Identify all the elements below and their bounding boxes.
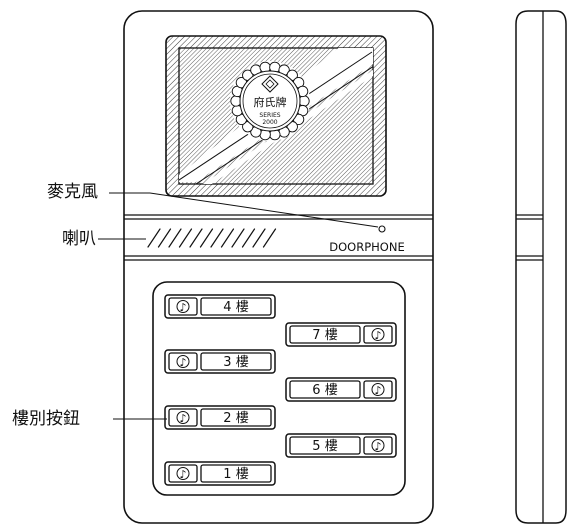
side-view (515, 10, 567, 524)
grille-slot (189, 228, 203, 248)
brand-text: DOORPHONE (329, 240, 404, 254)
grille-slot (262, 228, 277, 248)
button-4f-label: 4 樓 (223, 300, 248, 315)
seal-year: 2000 (262, 119, 277, 126)
callout-microphone: 麥克風 (47, 182, 379, 228)
camera-window: 府氏牌 SERIES 2000 (165, 35, 387, 197)
button-6f[interactable]: ♪ 6 樓 (285, 377, 397, 402)
button-7f-label: 7 樓 (312, 328, 337, 343)
button-5f[interactable]: ♪ 5 樓 (285, 433, 397, 458)
svg-text:♪: ♪ (179, 301, 186, 314)
music-note-icon (176, 411, 190, 424)
svg-text:♪: ♪ (374, 329, 381, 342)
grille-slot (241, 228, 256, 248)
button-3f-label: 3 樓 (223, 355, 248, 370)
music-note-icon (371, 439, 385, 452)
button-1f-label: 1 樓 (223, 467, 248, 482)
music-note-icon (371, 328, 385, 341)
svg-text:♪: ♪ (179, 468, 186, 481)
grille-slot (199, 228, 214, 248)
seal-series: SERIES (259, 112, 280, 119)
grille-slot (252, 228, 266, 248)
button-1f[interactable]: ♪ 1 樓 (164, 461, 276, 486)
microphone-hole (378, 225, 386, 233)
seal-name: 府氏牌 (254, 95, 287, 109)
callout-speaker-label: 喇叭 (62, 229, 96, 249)
grille-slot (168, 228, 182, 248)
button-2f-label: 2 樓 (223, 411, 248, 426)
button-5f-label: 5 樓 (312, 439, 337, 454)
callout-microphone-label: 麥克風 (47, 182, 98, 202)
svg-text:♪: ♪ (374, 384, 381, 397)
grille-slot (231, 228, 245, 248)
grille-slot (220, 228, 235, 248)
grille-slot (157, 228, 172, 248)
speaker-grille (147, 228, 277, 248)
svg-text:♪: ♪ (374, 440, 381, 453)
button-7f[interactable]: ♪ 7 樓 (285, 322, 397, 347)
music-note-icon (371, 383, 385, 396)
grille-slot (210, 228, 224, 248)
music-note-icon (176, 355, 190, 368)
button-6f-label: 6 樓 (312, 383, 337, 398)
svg-text:♪: ♪ (179, 356, 186, 369)
callout-floor-buttons-label: 樓別按鈕 (12, 409, 80, 429)
brand-seal: 府氏牌 SERIES 2000 (230, 61, 310, 141)
grille-slot (178, 228, 193, 248)
music-note-icon (176, 300, 190, 313)
svg-text:♪: ♪ (179, 412, 186, 425)
music-note-icon (176, 467, 190, 480)
callout-floor-buttons: 樓別按鈕 (12, 409, 167, 429)
callout-speaker: 喇叭 (62, 229, 146, 249)
grille-slot (147, 228, 161, 248)
button-3f[interactable]: ♪ 3 樓 (164, 349, 276, 374)
button-4f[interactable]: ♪ 4 樓 (164, 294, 276, 319)
button-2f[interactable]: ♪ 2 樓 (164, 405, 276, 430)
